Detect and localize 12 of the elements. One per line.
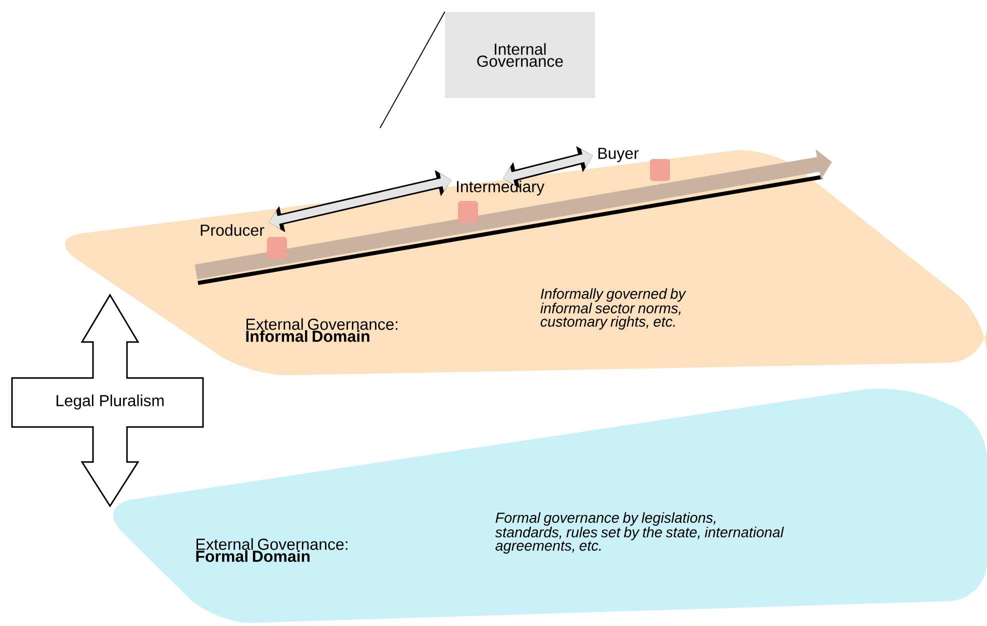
domain-note: Formal governance by legislations, standards, rules set by the state, international agreements, etc.: [495, 512, 784, 554]
node-label: Producer: [200, 224, 264, 236]
label-box: Internal Governance: [445, 12, 595, 98]
actor: Buyer: [598, 148, 670, 181]
domain-heading: External Governance: Formal Domain: [196, 538, 348, 562]
domain-note: Informally governed by informal sector norms, customary rights, etc.: [540, 288, 686, 330]
actor: Producer: [200, 224, 287, 259]
node-label: Intermediary: [457, 180, 544, 196]
actor: Intermediary: [457, 180, 544, 223]
domain-heading: External Governance: Informal Domain: [246, 318, 398, 342]
node-label: Buyer: [598, 148, 639, 162]
leader-line: [380, 11, 446, 128]
